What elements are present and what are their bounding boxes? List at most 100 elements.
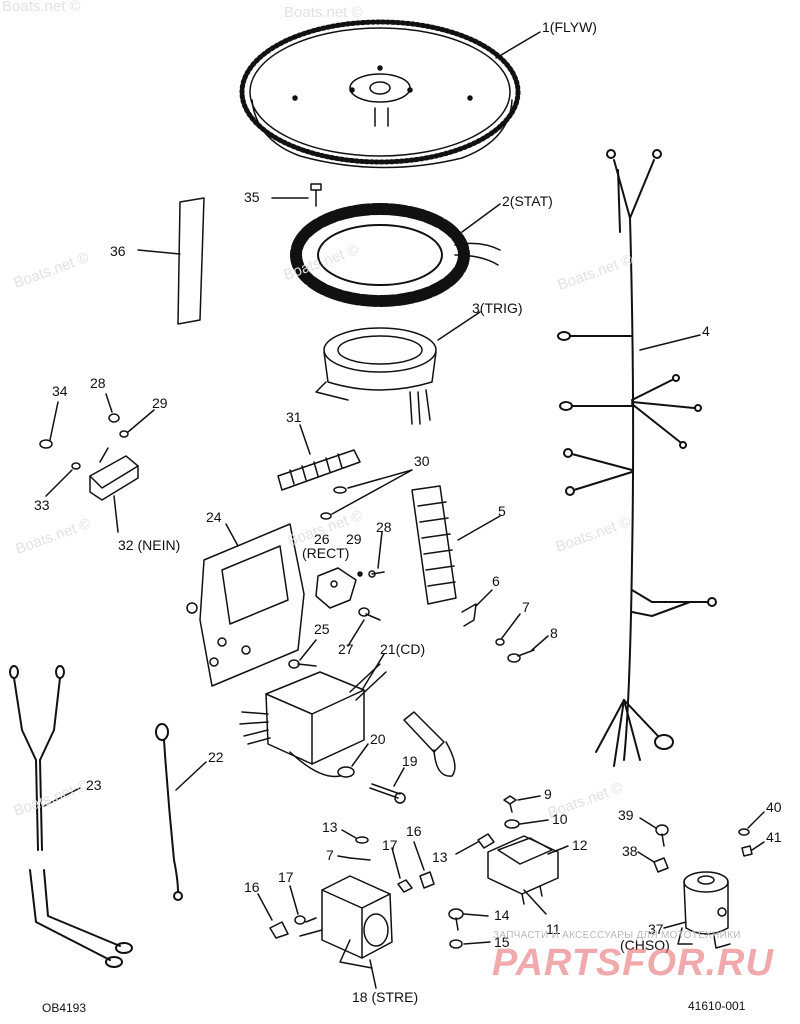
callout-18-starter: 18 (STRE) — [352, 989, 419, 1005]
screw-30-part — [321, 487, 346, 519]
leader-line — [502, 614, 520, 638]
washer-40-part — [739, 829, 749, 835]
interlock-switch-part — [90, 448, 138, 500]
callout-14: 14 — [494, 907, 510, 923]
cd-module-part — [240, 664, 386, 777]
leader-line — [258, 894, 272, 920]
callout-26: 26 — [314, 531, 330, 547]
washer-17-part — [295, 916, 305, 924]
leader-line — [464, 914, 488, 916]
rectifier-part — [316, 568, 356, 608]
leader-line — [338, 856, 350, 858]
leader-7-part — [350, 858, 370, 860]
callout-26-rect: (RECT) — [302, 545, 350, 561]
callout-11: 11 — [546, 921, 561, 937]
doc-code-right: 41610-001 — [688, 999, 746, 1013]
nut-16-part — [270, 922, 288, 938]
callout-39: 39 — [618, 807, 634, 823]
leader-line — [548, 846, 568, 854]
washer-29-part — [358, 572, 362, 576]
leader-line — [370, 960, 376, 988]
leader-line — [524, 890, 546, 914]
callout-2-stator: 2(STAT) — [502, 193, 553, 209]
regulator-part — [488, 836, 558, 904]
callout-28-mid: 28 — [376, 519, 392, 535]
callout-9: 9 — [544, 786, 552, 802]
callout-21-cd: 21(CD) — [380, 641, 426, 657]
washer-13-part — [356, 837, 368, 843]
leader-line — [464, 942, 490, 944]
leader-line — [290, 886, 298, 914]
leader-line — [664, 922, 686, 928]
flywheel-part — [242, 22, 518, 168]
screw-28-part — [369, 571, 384, 577]
nut-17-part — [398, 880, 412, 892]
callout-12: 12 — [572, 837, 588, 853]
leader-line — [352, 744, 368, 766]
leader-line — [462, 204, 500, 232]
callout-20: 20 — [370, 731, 386, 747]
leader-line — [300, 640, 316, 660]
washer-10-part — [505, 820, 519, 828]
screw-8-part — [508, 650, 534, 662]
leader-line — [114, 496, 118, 532]
leader-line — [176, 762, 206, 790]
callout-17-right: 17 — [382, 837, 398, 853]
leader-line — [414, 842, 424, 870]
callout-30: 30 — [414, 453, 430, 469]
callout-17-left: 17 — [278, 869, 294, 885]
bolt-19-part — [370, 784, 405, 803]
callout-31: 31 — [286, 409, 302, 425]
ring-terminal-20-part — [338, 767, 354, 777]
callout-37-choke: (CHSO) — [620, 937, 670, 953]
leader-line — [496, 32, 540, 58]
callout-33: 33 — [34, 497, 50, 513]
washer-33-part — [72, 463, 80, 469]
callout-7-lower: 7 — [326, 847, 334, 863]
callout-6: 6 — [492, 573, 500, 589]
callout-34: 34 — [52, 383, 68, 399]
callout-29-top: 29 — [152, 395, 168, 411]
stator-part — [296, 209, 500, 304]
trigger-part — [316, 328, 436, 424]
callout-7: 7 — [522, 599, 530, 615]
leader-line — [348, 620, 364, 646]
screw-39-part — [656, 825, 668, 846]
washer-7-part — [496, 639, 504, 645]
screw-9-part — [504, 796, 516, 812]
leader-line — [378, 532, 382, 568]
callout-25: 25 — [314, 621, 330, 637]
nut-38-part — [654, 858, 668, 872]
callout-16-left: 16 — [244, 879, 260, 895]
screw-34-part — [40, 402, 58, 448]
callout-4: 4 — [702, 323, 710, 339]
tape-36-part — [178, 198, 204, 324]
leader-line — [640, 818, 656, 828]
callout-28-top: 28 — [90, 375, 106, 391]
leader-line — [138, 250, 180, 254]
callout-36: 36 — [110, 243, 126, 259]
leader-line — [532, 636, 548, 650]
screw-14-part — [449, 909, 463, 930]
leader-line — [46, 470, 72, 496]
leader-line — [458, 516, 500, 540]
leader-line — [332, 470, 412, 514]
wire-harness-23-part — [10, 666, 132, 967]
mounting-plate-part — [187, 524, 304, 686]
callout-3-trigger: 3(TRIG) — [472, 300, 523, 316]
nut-13-part — [478, 834, 494, 848]
leader-line — [394, 768, 404, 786]
leader-line — [128, 410, 154, 432]
callout-40: 40 — [766, 799, 782, 815]
wiring-harness-part — [558, 150, 716, 766]
leader-line — [520, 820, 548, 824]
doc-code-left: OB4193 — [42, 1001, 87, 1015]
leader-line — [226, 524, 238, 546]
clip-6-part — [462, 604, 476, 626]
spark-plug-boot-part — [404, 712, 455, 776]
leader-line — [342, 830, 356, 838]
callout-29-mid: 29 — [346, 531, 362, 547]
nut-16-part — [420, 872, 434, 888]
screw-28-part — [106, 394, 119, 422]
